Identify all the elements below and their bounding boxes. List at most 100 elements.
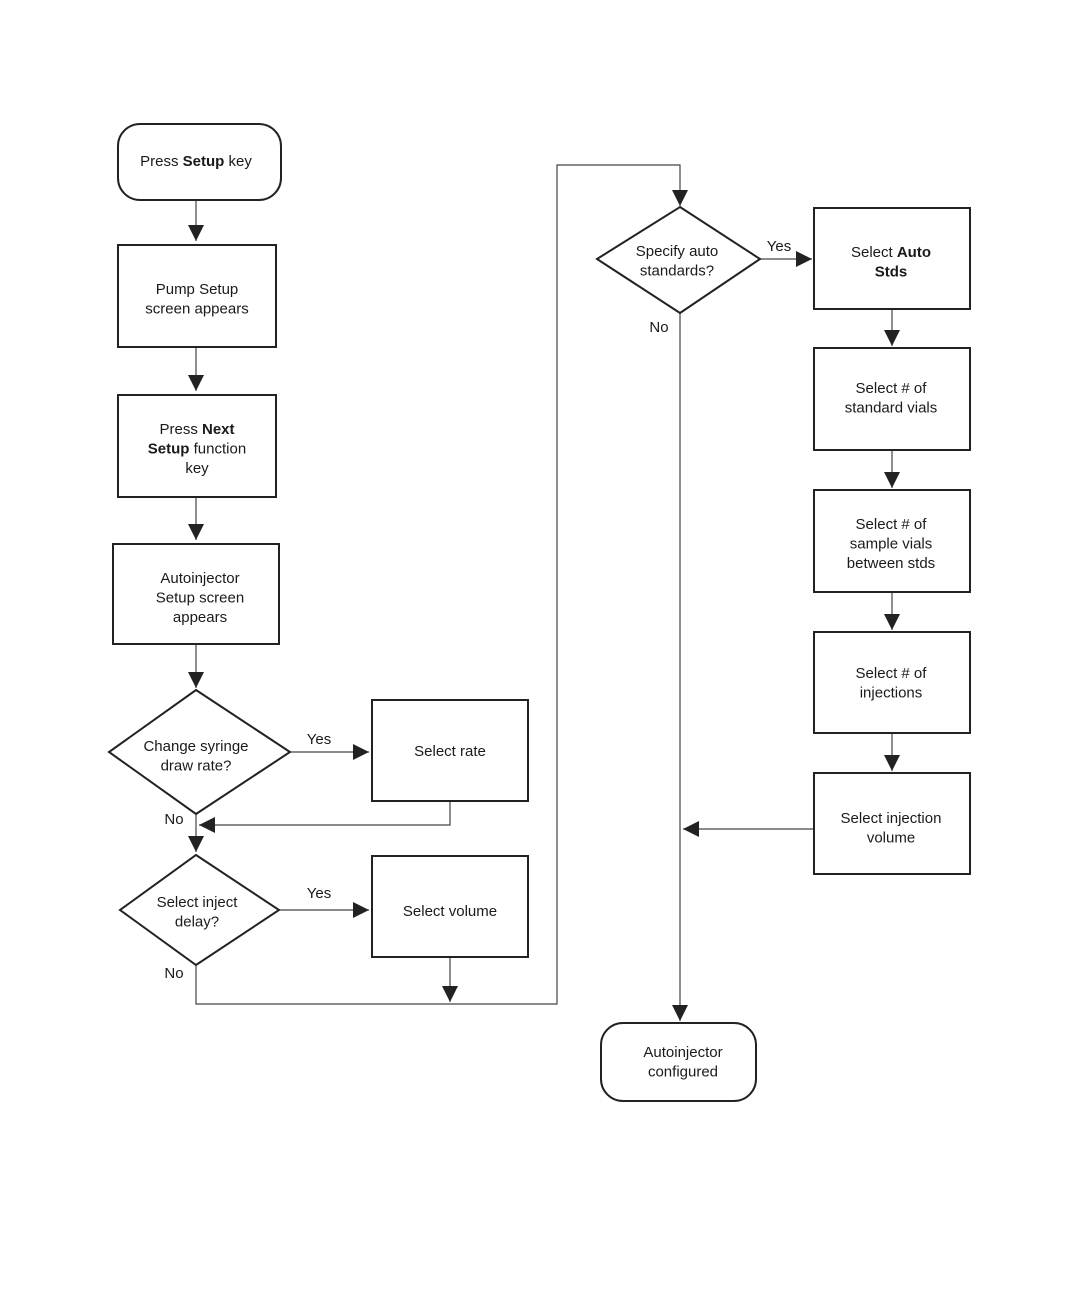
label-select-sample-vials: Select # of sample vials between stds [847,516,935,572]
label-select-rate: Select rate [414,743,486,760]
label-change-syringe: Change syringe draw rate? [143,738,248,775]
label-press-setup: Press Setup key [140,153,252,170]
node-text-line: Select # of [856,516,928,533]
node-text-line: Select volume [403,903,497,920]
box-select-volume [371,855,529,958]
node-text-run: Specify auto [636,243,719,260]
node-text-line: Change syringe [143,738,248,755]
node-text-run: appears [173,609,227,626]
decision-change-syringe [107,688,292,816]
node-text-line: Select rate [414,743,486,760]
node-text-line: Setup screen [156,590,244,607]
label-select-std-vials: Select # of standard vials [845,380,938,417]
node-text-run: Select volume [403,903,497,920]
node-text-line: appears [173,609,227,626]
box-select-sample-vials [813,489,971,593]
node-labels: Press Setup key Pump Setup screen appears… [140,153,941,1081]
decision-select-inject-delay [118,853,281,967]
node-text-line: screen appears [145,301,248,318]
node-text-run: Select inject [157,894,239,911]
label-auto-yes: Yes [767,238,791,255]
node-text-line: injections [860,685,923,702]
node-text-line: Select Auto [851,244,931,261]
node-text-line: Autoinjector [643,1044,722,1061]
node-text-run: Select [851,244,897,261]
terminal-press-setup [117,123,282,201]
node-text-run: screen appears [145,301,248,318]
node-text-line: Specify auto [636,243,719,260]
node-text-run: function [189,441,246,458]
node-text-run: Autoinjector [160,570,239,587]
node-text-run: Change syringe [143,738,248,755]
box-select-rate [371,699,529,802]
node-text-line: Setup function [148,441,246,458]
node-text-run: key [224,153,252,170]
label-syringe-yes: Yes [307,731,331,748]
node-text-line: sample vials [850,536,933,553]
node-text-run: volume [867,830,915,847]
label-delay-no: No [164,965,183,982]
decision-specify-auto [595,205,762,315]
node-text-run: Press [159,421,202,438]
label-select-inject-delay: Select inject delay? [157,894,239,931]
node-text-line: Stds [875,264,908,281]
node-text-run: injections [860,685,923,702]
node-text-line: volume [867,830,915,847]
node-text-run: sample vials [850,536,933,553]
node-text-bold-run: Setup [183,153,225,170]
box-pump-setup [117,244,277,348]
node-text-line: Press Next [159,421,234,438]
terminal-configured [600,1022,757,1102]
node-text-run: between stds [847,555,935,572]
label-pump-setup: Pump Setup screen appears [145,281,248,318]
node-text-run: Select # of [856,516,928,533]
box-select-auto-stds [813,207,971,310]
box-autoinjector-setup [112,543,280,645]
edge-select-rate-return [199,802,451,833]
node-text-line: delay? [175,914,219,931]
node-text-run: draw rate? [161,758,232,775]
node-text-run: Select # of [856,665,928,682]
node-text-line: between stds [847,555,935,572]
edge-inject-delay-no [195,164,688,1005]
node-text-bold-run: Stds [875,264,908,281]
node-text-line: Autoinjector [160,570,239,587]
label-select-injections: Select # of injections [856,665,928,702]
shapes [107,123,971,1102]
box-press-next [117,394,277,498]
node-text-run: Autoinjector [643,1044,722,1061]
node-text-line: Select injection [841,810,942,827]
node-text-line: key [185,460,209,477]
node-text-bold-run: Next [202,421,235,438]
node-text-line: Press Setup key [140,153,252,170]
node-text-line: standards? [640,263,714,280]
node-text-run: Setup screen [156,590,244,607]
node-text-line: Pump Setup [156,281,239,298]
label-specify-auto: Specify auto standards? [636,243,719,280]
node-text-run: Select injection [841,810,942,827]
node-text-line: standard vials [845,400,938,417]
node-text-line: draw rate? [161,758,232,775]
node-text-run: delay? [175,914,219,931]
label-select-volume: Select volume [403,903,497,920]
node-text-bold-run: Auto [897,244,931,261]
box-select-injection-volume [813,772,971,875]
node-text-line: Select inject [157,894,239,911]
edge-labels: Yes No Yes No Yes No [164,238,791,982]
node-text-line: Select # of [856,665,928,682]
node-text-run: Select # of [856,380,928,397]
box-select-injections [813,631,971,734]
node-text-run: standards? [640,263,714,280]
label-configured: Autoinjector configured [643,1044,722,1081]
label-syringe-no: No [164,811,183,828]
label-delay-yes: Yes [307,885,331,902]
node-text-run: Select rate [414,743,486,760]
connectors [188,164,900,1021]
node-text-run: standard vials [845,400,938,417]
node-text-line: configured [648,1064,718,1081]
label-auto-no: No [649,319,668,336]
